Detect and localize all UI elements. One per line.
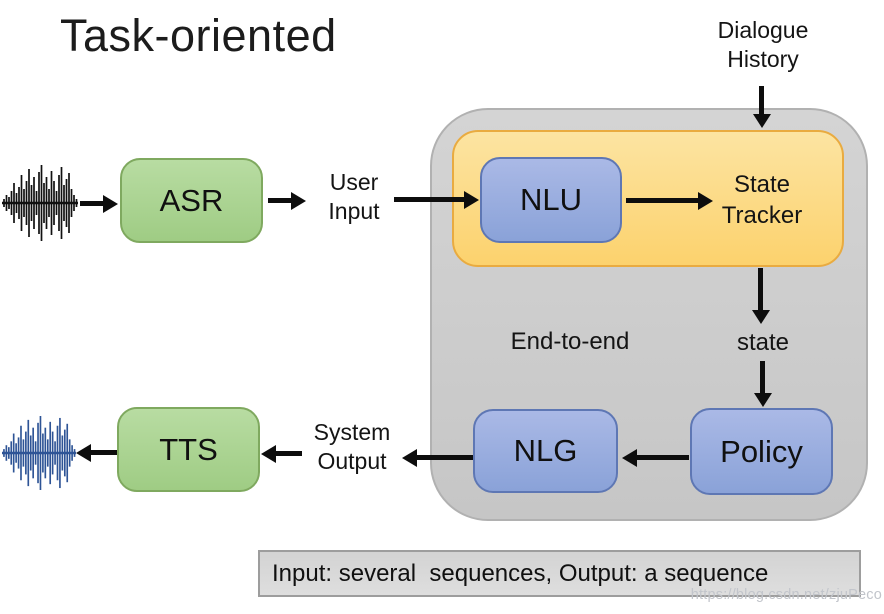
nlg-label: NLG	[513, 433, 578, 468]
system-output-line2: Output	[317, 448, 387, 475]
asr-label: ASR	[159, 182, 224, 218]
arrow-tts-to-waveform	[91, 450, 117, 455]
arrow-nlg-to-system-output	[417, 455, 473, 460]
system-output-line1: System	[313, 419, 391, 445]
arrow-asr-to-user-input	[268, 198, 291, 203]
user-input-label: User Input	[315, 168, 393, 227]
watermark-url: https://blog.csdn.net/zjuPeco	[690, 587, 882, 603]
state-label: state	[736, 329, 790, 356]
state-tracker-line1: State	[733, 171, 791, 198]
arrow-waveform-to-asr	[80, 201, 103, 206]
state-tracker-label: State Tracker	[700, 170, 824, 231]
end-to-end-label: End-to-end	[510, 328, 630, 355]
dialogue-history-line1: Dialogue	[717, 17, 809, 43]
arrow-dialogue-history-down	[759, 86, 764, 114]
arrow-nlu-to-state-tracker	[626, 198, 698, 203]
nlu-label: NLU	[519, 182, 582, 217]
page-title: Task-oriented	[60, 10, 337, 61]
nlg-node: NLG	[473, 409, 618, 493]
nlu-node: NLU	[480, 157, 622, 243]
audio-waveform-black-icon	[2, 165, 78, 241]
dialogue-history-line2: History	[727, 46, 799, 73]
state-tracker-line2: Tracker	[721, 201, 803, 229]
tts-label: TTS	[159, 431, 218, 467]
tts-node: TTS	[117, 407, 260, 492]
arrow-system-output-to-tts	[276, 451, 302, 456]
arrow-user-input-to-nlu	[394, 197, 464, 202]
io-summary-box: Input: several sequences, Output: a sequ…	[258, 550, 861, 597]
arrow-state-to-policy	[760, 361, 765, 393]
policy-label: Policy	[720, 433, 803, 469]
audio-waveform-blue-icon	[2, 416, 76, 490]
dialogue-history-label: Dialogue History	[695, 16, 831, 75]
arrow-state-tracker-to-state	[758, 268, 763, 310]
system-output-label: System Output	[303, 418, 401, 477]
arrow-policy-to-nlg	[637, 455, 689, 460]
asr-node: ASR	[120, 158, 263, 243]
io-summary-text: Input: several sequences, Output: a sequ…	[272, 559, 769, 587]
user-input-line1: User	[329, 169, 379, 195]
user-input-line2: Input	[328, 198, 380, 225]
policy-node: Policy	[690, 408, 833, 495]
